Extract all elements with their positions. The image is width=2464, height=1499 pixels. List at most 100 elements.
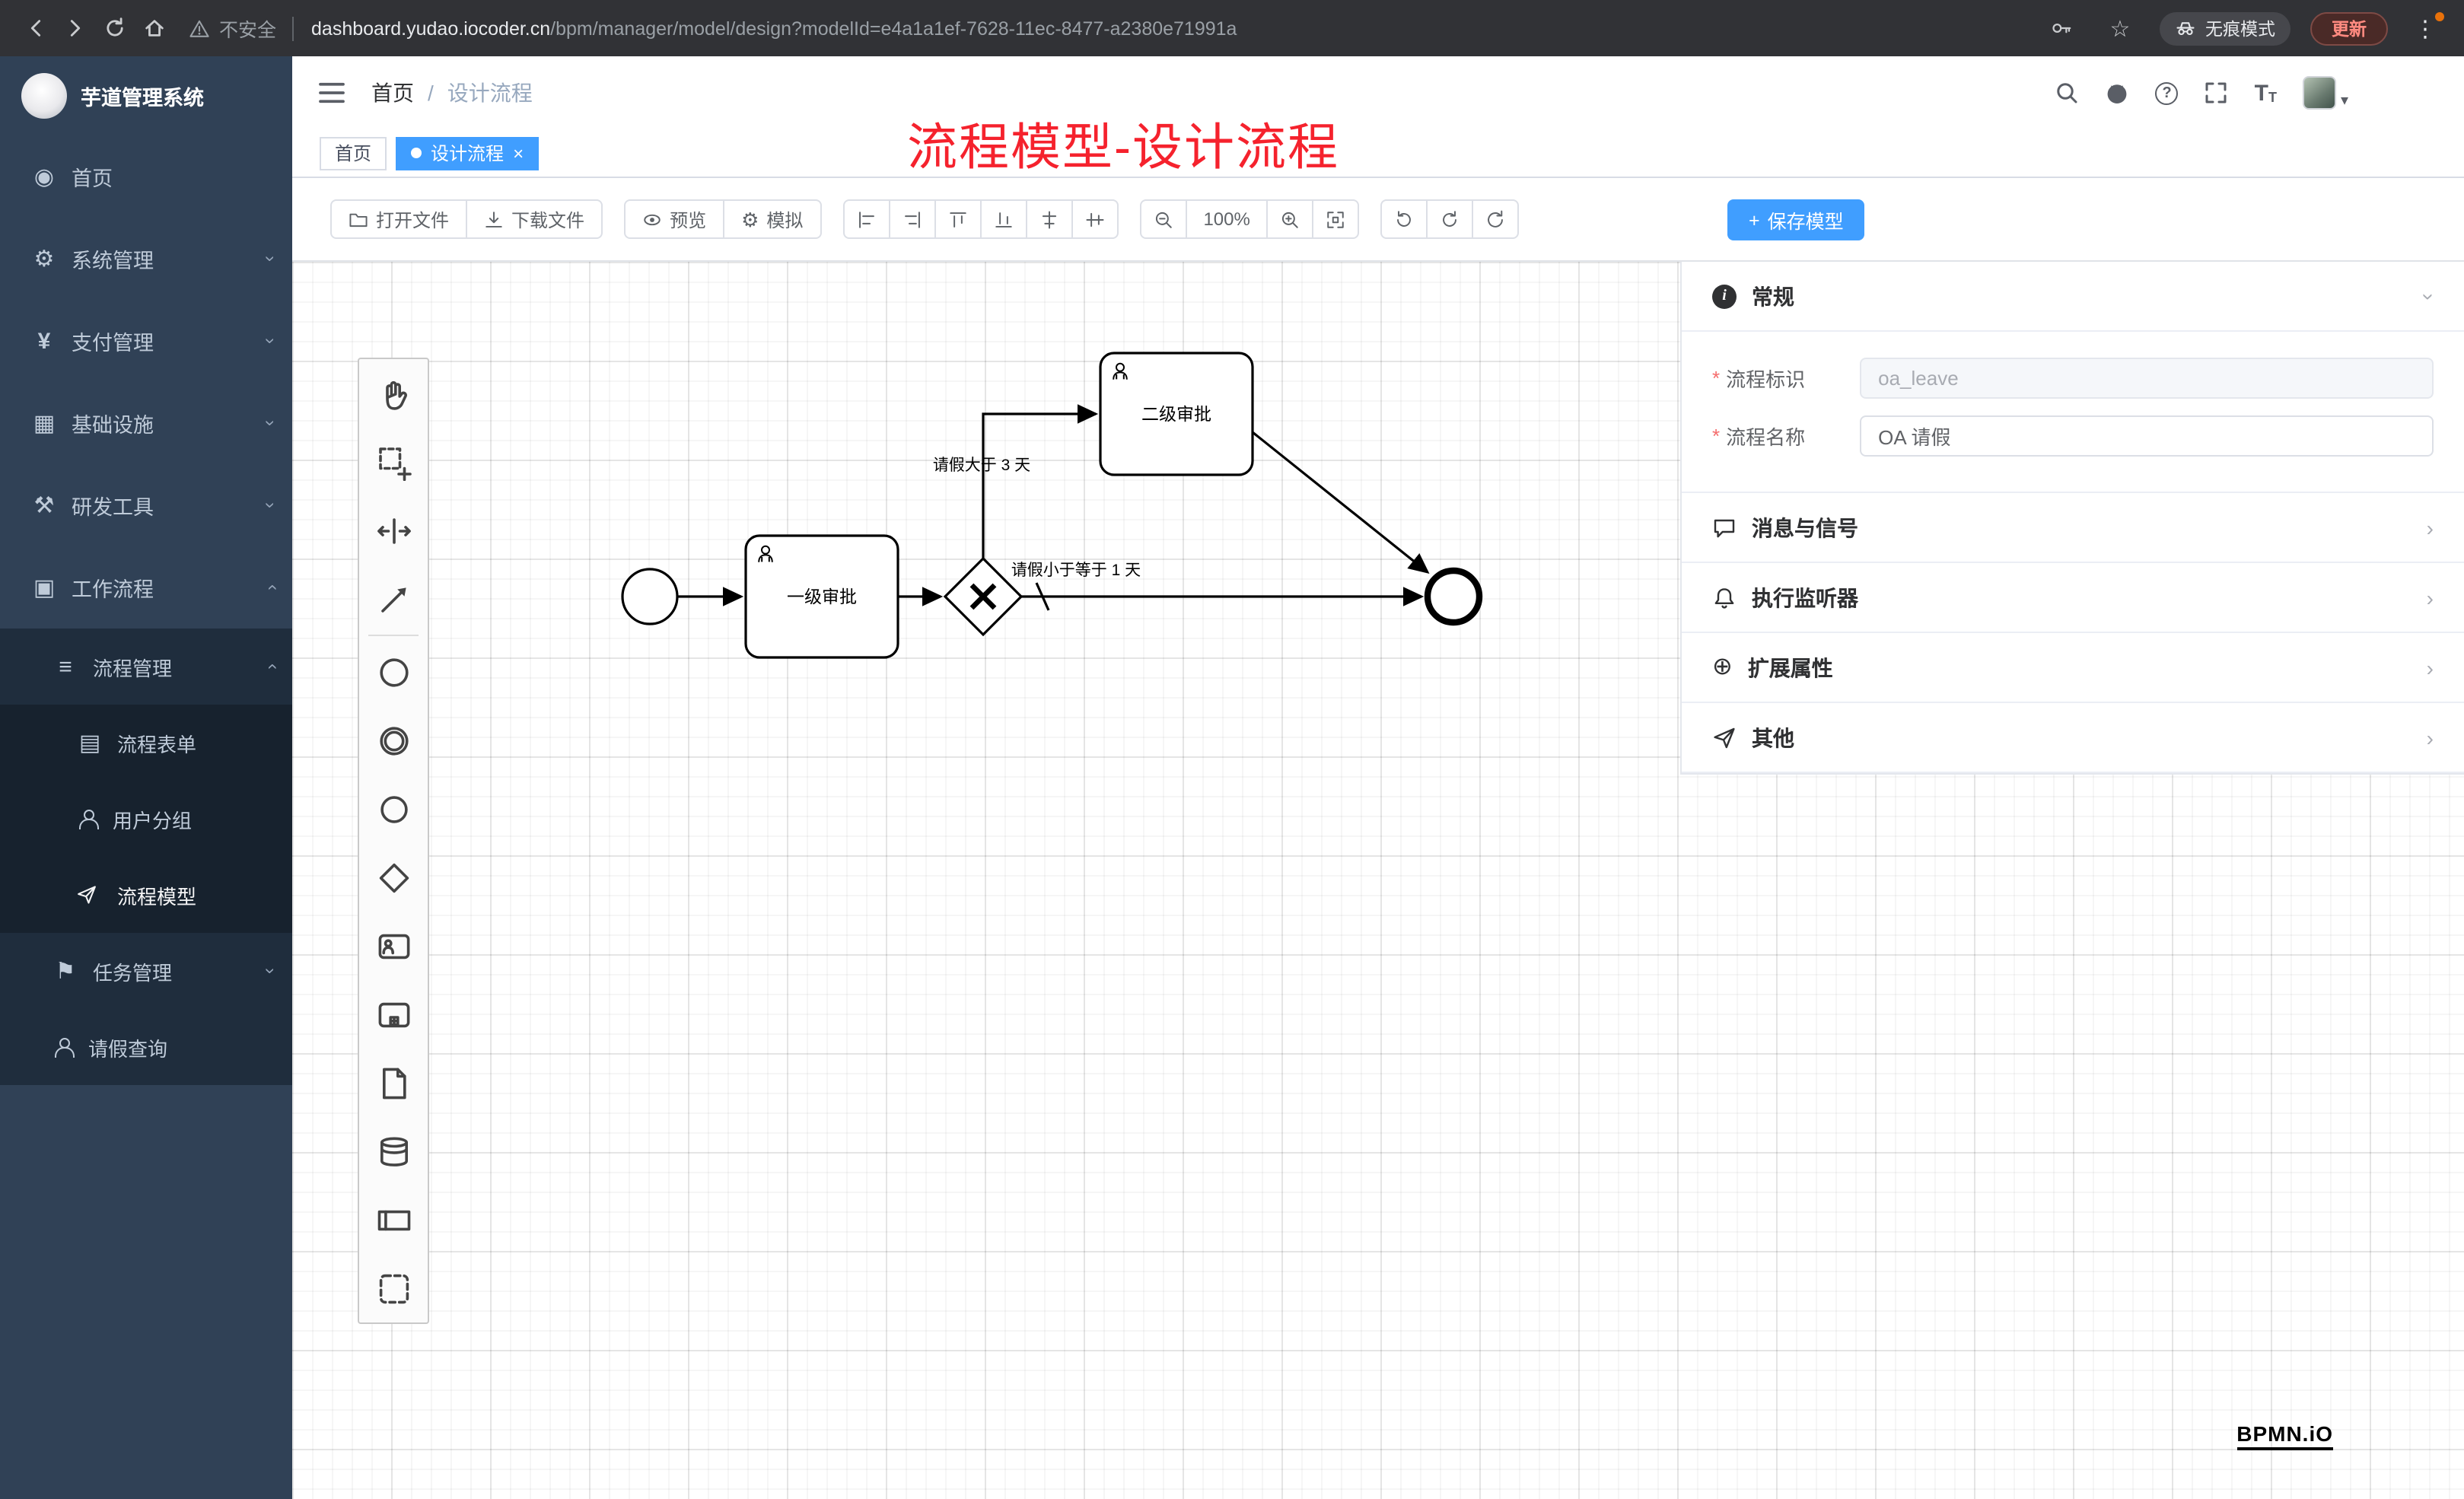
align-center-vertical-button[interactable] [1071, 199, 1119, 239]
process-name-row: * 流程名称 [1712, 415, 2434, 457]
zoom-out-button[interactable] [1139, 199, 1187, 239]
open-file-button[interactable]: 打开文件 [330, 199, 468, 239]
sidebar-item-infrastructure[interactable]: ▦ 基础设施 › [0, 382, 292, 464]
zoom-level[interactable]: 100% [1185, 199, 1269, 239]
search-icon[interactable] [2055, 81, 2080, 105]
undo-button[interactable] [1380, 199, 1428, 239]
security-label: 不安全 [219, 20, 277, 41]
chevron-right-icon: › [2426, 725, 2434, 750]
address-bar[interactable]: 不安全 dashboard.yudao.iocoder.cn /bpm/mana… [189, 14, 2041, 43]
zoom-group: 100% [1139, 199, 1360, 239]
bpmnio-watermark[interactable]: BPMN.iO [2236, 1421, 2333, 1450]
redo-button[interactable] [1426, 199, 1474, 239]
incognito-icon [2176, 21, 2195, 35]
zoom-in-button[interactable] [1266, 199, 1314, 239]
tab-home[interactable]: 首页 [320, 136, 387, 170]
subprocess-icon[interactable] [359, 980, 428, 1049]
align-left-button[interactable] [842, 199, 890, 239]
section-execution-listeners[interactable]: 执行监听器 › [1682, 563, 2464, 633]
process-key-input[interactable] [1860, 358, 2434, 399]
align-bottom-button[interactable] [979, 199, 1027, 239]
process-name-input[interactable] [1860, 415, 2434, 457]
reload-button[interactable] [94, 8, 134, 48]
sidebar-item-process-model[interactable]: 流程模型 [0, 857, 292, 933]
user-menu[interactable]: ▾ [2302, 76, 2348, 110]
section-others[interactable]: 其他 › [1682, 703, 2464, 773]
plus-icon: + [1749, 209, 1760, 231]
process-management-icon: ≡ [59, 654, 72, 679]
align-right-button[interactable] [888, 199, 936, 239]
save-model-button[interactable]: + 保存模型 [1727, 199, 1865, 240]
chevron-right-icon: › [2426, 655, 2434, 679]
sidebar-item-process-form[interactable]: ▤ 流程表单 [0, 705, 292, 781]
align-center-vertical-icon [1085, 212, 1103, 227]
sidebar-item-task-management[interactable]: ⚑ 任务管理 › [0, 933, 292, 1009]
close-icon[interactable]: × [513, 142, 524, 164]
group-icon[interactable] [359, 1254, 428, 1322]
app-title: 芋道管理系统 [81, 87, 204, 110]
sidebar-collapse-button[interactable] [317, 78, 347, 108]
message-icon [1714, 518, 1735, 537]
github-icon[interactable] [2106, 81, 2130, 105]
update-button[interactable]: 更新 [2310, 11, 2388, 45]
gateway-icon[interactable] [359, 843, 428, 912]
task1-label: 一级审批 [787, 587, 857, 606]
forward-button[interactable] [55, 8, 94, 48]
sidebar-item-workflow[interactable]: ▣ 工作流程 › [0, 546, 292, 629]
url-path: /bpm/manager/model/design?modelId=e4a1a1… [550, 18, 1237, 39]
sidebar-item-home[interactable]: ◉ 首页 [0, 135, 292, 218]
participant-icon[interactable] [359, 1186, 428, 1254]
download-file-button[interactable]: 下载文件 [466, 199, 603, 239]
user-task-icon[interactable] [359, 912, 428, 980]
flow-task2-to-end[interactable] [1252, 431, 1430, 574]
sidebar: 芋道管理系统 ◉ 首页 ⚙ 系统管理 › ¥ 支付管理 › ▦ 基础设施 › ⚒… [0, 56, 292, 1499]
restart-button[interactable] [1472, 199, 1520, 239]
default-flow-marker [1035, 582, 1050, 611]
incognito-label: 无痕模式 [2205, 21, 2275, 39]
zoom-reset-button[interactable] [1312, 199, 1360, 239]
document-icon[interactable] [359, 1049, 428, 1117]
section-general[interactable]: i 常规 › [1682, 262, 2464, 332]
space-tool-icon[interactable] [359, 496, 428, 565]
download-icon [485, 211, 502, 227]
view-group: 预览 ⚙ 模拟 [624, 199, 822, 239]
global-connect-icon[interactable] [359, 565, 428, 633]
end-event[interactable] [1424, 567, 1483, 626]
end-event-icon[interactable] [359, 775, 428, 843]
start-event[interactable] [621, 568, 679, 625]
breadcrumb-home[interactable]: 首页 [371, 81, 414, 105]
flow-gateway-to-task2[interactable] [982, 404, 1099, 559]
datastore-icon[interactable] [359, 1117, 428, 1186]
app-logo-row[interactable]: 芋道管理系统 [0, 56, 292, 135]
sidebar-item-process-management[interactable]: ≡ 流程管理 › [0, 629, 292, 705]
align-center-horizontal-icon [1042, 210, 1056, 228]
sidebar-item-devtools[interactable]: ⚒ 研发工具 › [0, 464, 292, 546]
preview-button[interactable]: 预览 [624, 199, 725, 239]
sidebar-item-payment[interactable]: ¥ 支付管理 › [0, 300, 292, 382]
sidebar-item-user-group[interactable]: 用户分组 [0, 781, 292, 857]
start-event-icon[interactable] [359, 638, 428, 706]
tab-design-process[interactable]: 设计流程 × [396, 136, 540, 170]
home-button[interactable] [134, 8, 173, 48]
hand-tool-icon[interactable] [359, 359, 428, 428]
workflow-icon: ▣ [33, 575, 56, 601]
help-icon[interactable]: ? [2155, 81, 2179, 104]
sidebar-item-leave-query[interactable]: 请假查询 [0, 1009, 292, 1085]
align-center-horizontal-button[interactable] [1025, 199, 1073, 239]
password-key-icon[interactable] [2041, 8, 2080, 48]
sidebar-item-system[interactable]: ⚙ 系统管理 › [0, 218, 292, 300]
task-second-approval[interactable] [1099, 352, 1254, 476]
section-messages-signals[interactable]: 消息与信号 › [1682, 493, 2464, 563]
section-extended-properties[interactable]: ⊕ 扩展属性 › [1682, 633, 2464, 703]
simulate-button[interactable]: ⚙ 模拟 [723, 199, 822, 239]
browser-menu-button[interactable]: ⋮ [2408, 11, 2444, 42]
bookmark-star-icon[interactable]: ☆ [2109, 16, 2131, 42]
task-first-approval[interactable] [744, 534, 899, 659]
bpmn-canvas[interactable]: 一级审批 二级审批 请假大于 3 天 请假小于等于 1 天 [292, 262, 2464, 1499]
fullscreen-icon[interactable] [2205, 81, 2229, 105]
back-button[interactable] [15, 8, 55, 48]
align-top-button[interactable] [934, 199, 982, 239]
lasso-tool-icon[interactable] [359, 428, 428, 496]
intermediate-event-icon[interactable] [359, 706, 428, 775]
